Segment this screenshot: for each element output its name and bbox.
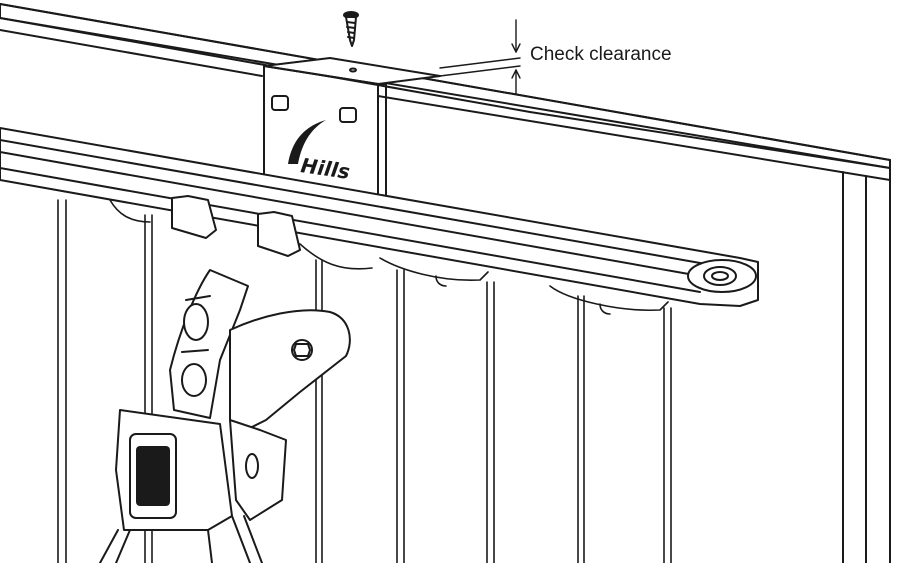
horizontal-rail <box>0 127 759 307</box>
clearance-callout <box>439 19 521 95</box>
check-clearance-label: Check clearance <box>530 44 672 65</box>
arrow-up-icon <box>511 69 521 79</box>
mounting-bracket: Hills <box>263 57 441 199</box>
rail-clips <box>109 199 669 315</box>
svg-text:Hills: Hills <box>299 153 351 184</box>
rail-end-hole <box>703 266 737 286</box>
hills-logo-icon: Hills <box>288 120 351 184</box>
rail-hooks <box>171 195 301 257</box>
bracket-slot <box>339 107 357 123</box>
bracket-slot <box>271 95 289 111</box>
reel-arm-assembly <box>99 269 351 563</box>
arrow-down-icon <box>511 43 521 53</box>
wall-beam <box>0 3 891 563</box>
screw-hole <box>349 67 357 73</box>
screw-icon <box>343 11 359 47</box>
